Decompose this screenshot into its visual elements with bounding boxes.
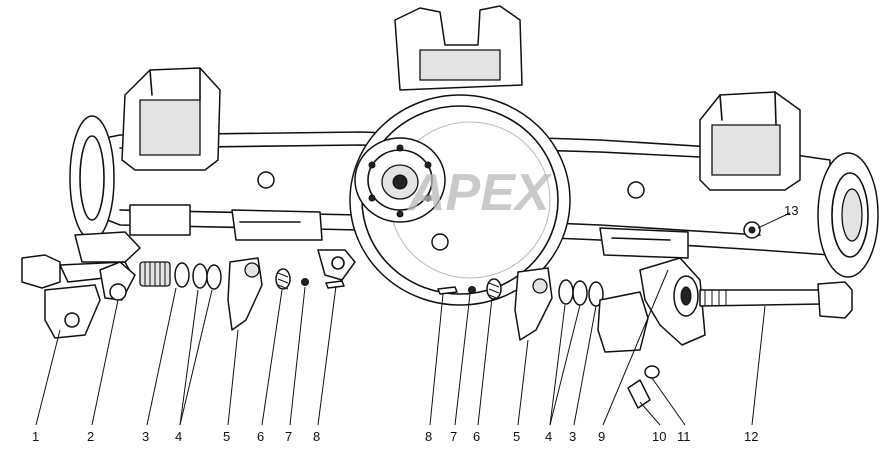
part-6-8-left <box>275 268 345 290</box>
callout-5b: 5 <box>513 429 520 444</box>
callout-10: 10 <box>652 429 666 444</box>
callout-11: 11 <box>677 429 691 444</box>
callout-5: 5 <box>223 429 230 444</box>
callout-4: 4 <box>175 429 182 444</box>
callout-1: 1 <box>32 429 39 444</box>
callout-12: 12 <box>744 429 758 444</box>
part-5-lever-left <box>227 257 263 331</box>
watermark-text: APEX <box>406 164 553 222</box>
part-3-4-rings-left <box>174 262 222 290</box>
part-13-breather <box>743 221 761 239</box>
part-5-lever-right <box>514 267 553 341</box>
callout-6: 6 <box>257 429 264 444</box>
differential-cover <box>349 94 571 306</box>
callout-6b: 6 <box>473 429 480 444</box>
callout-13: 13 <box>784 203 798 218</box>
callout-8: 8 <box>313 429 320 444</box>
right-spring-seat <box>699 91 801 191</box>
callout-9: 9 <box>598 429 605 444</box>
left-spring-seat <box>121 67 221 171</box>
callout-labels: 1 2 3 4 5 6 7 8 8 7 6 5 4 3 9 10 11 12 1… <box>32 203 798 444</box>
part-2-knuckle-left <box>99 261 136 301</box>
part-3-4-rings-right <box>558 279 604 307</box>
part-10-11-bolt-nut <box>627 365 660 409</box>
top-mount-bracket <box>394 5 523 91</box>
callout-4b: 4 <box>545 429 552 444</box>
callout-7: 7 <box>285 429 292 444</box>
left-lower-brackets <box>129 204 323 241</box>
part-6-8-right <box>437 278 502 300</box>
left-eye-bracket <box>317 249 356 281</box>
left-splined-shaft <box>139 261 171 287</box>
part-12-axle-shaft-right <box>699 281 853 319</box>
callout-3b: 3 <box>569 429 576 444</box>
part-9-knuckle-right <box>597 257 706 353</box>
leader-lines <box>35 212 791 426</box>
callout-7b: 7 <box>450 429 457 444</box>
callout-3: 3 <box>142 429 149 444</box>
callout-8b: 8 <box>425 429 432 444</box>
callout-2: 2 <box>87 429 94 444</box>
right-lower-brackets <box>599 227 689 259</box>
